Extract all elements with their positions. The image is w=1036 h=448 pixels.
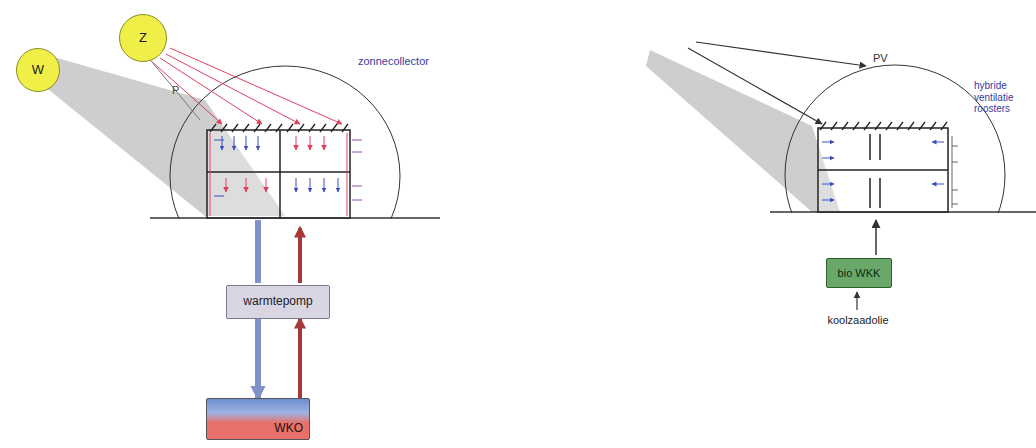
sun-shadow-beam — [646, 50, 840, 212]
room-air-arrows — [214, 136, 362, 200]
sketch-label: P — [172, 84, 186, 97]
pv-hatching — [820, 122, 947, 130]
supply-pipe — [298, 228, 302, 283]
solar-rays — [688, 42, 866, 124]
pipe-arrow — [255, 319, 261, 398]
sketch-label: zonnecollector — [358, 55, 454, 68]
fuel-arrow — [856, 292, 857, 310]
sketch-label: hybride ventilatie roosters — [974, 80, 1032, 115]
component-box: bio WKK — [826, 258, 892, 288]
sketch-label: koolzaadolie — [818, 314, 898, 327]
vent-grilles — [822, 136, 958, 208]
node-text: WKO — [274, 422, 303, 436]
sun-circle: Z — [119, 14, 167, 62]
building-section — [818, 128, 948, 212]
sketch-label: PV — [873, 52, 903, 65]
node-text: bio WKK — [838, 267, 881, 280]
collector-hatching — [210, 124, 348, 132]
sun-circle: W — [16, 48, 60, 92]
building-section — [207, 130, 350, 218]
sun-ray — [152, 62, 200, 120]
heat-supply-arrow — [875, 220, 877, 255]
node-text: W — [32, 63, 44, 78]
node-text: Z — [139, 31, 147, 46]
component-box: warmtepomp — [226, 285, 330, 319]
return-pipe — [255, 220, 261, 283]
pipe-arrow — [298, 319, 302, 398]
solar-rays — [150, 48, 342, 124]
node-text: warmtepomp — [243, 295, 312, 309]
component-box: WKO — [206, 398, 310, 440]
